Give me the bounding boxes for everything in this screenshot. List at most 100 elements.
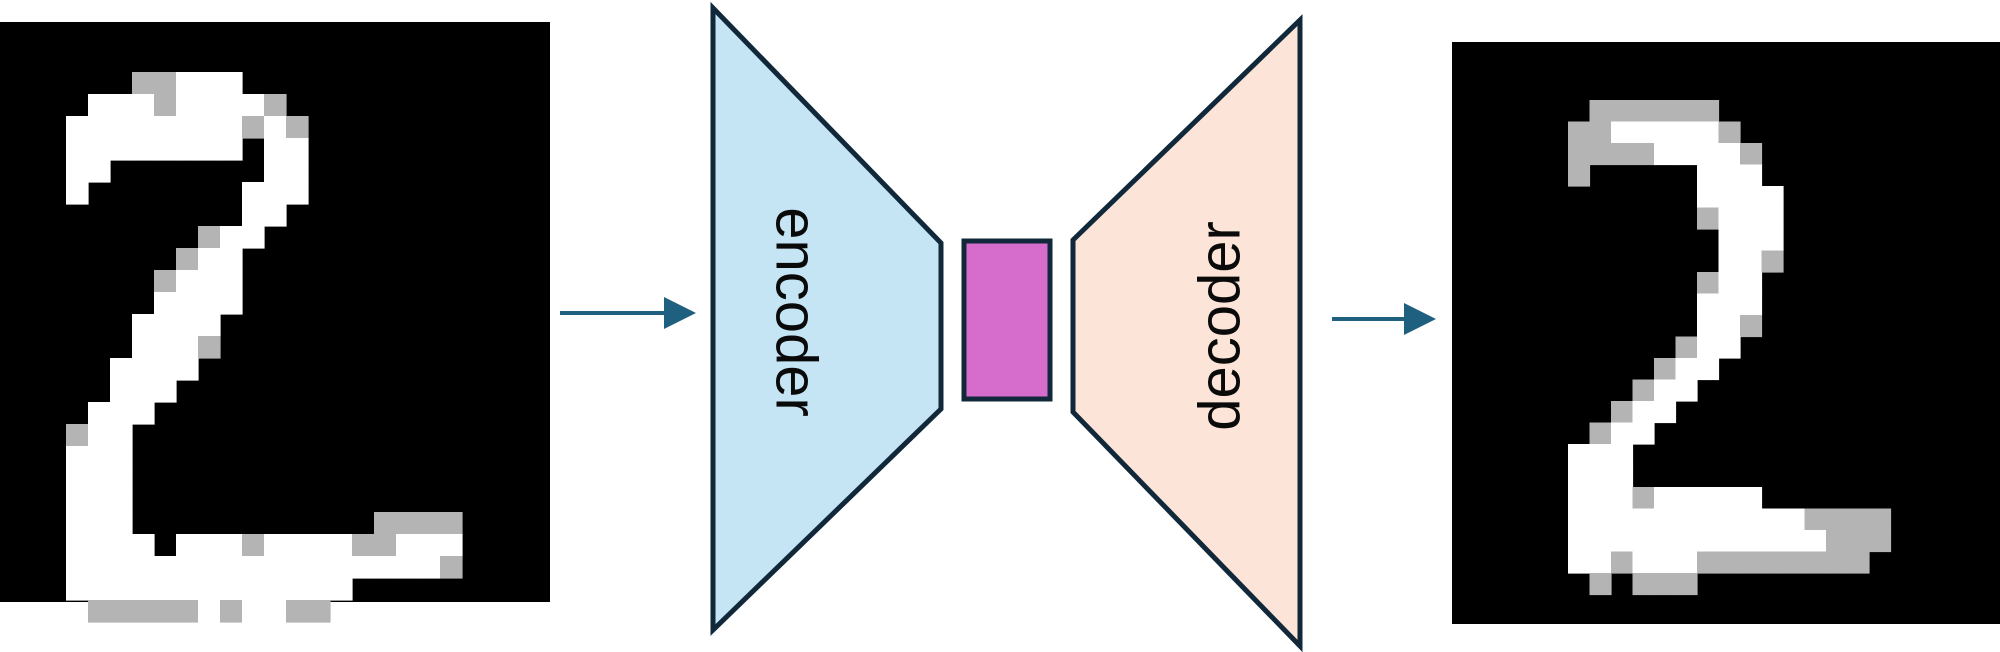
digit-pixel	[88, 556, 111, 579]
digit-pixel	[132, 116, 155, 139]
digit-pixel	[1654, 100, 1677, 123]
digit-pixel	[110, 490, 133, 513]
digit-pixel	[264, 182, 287, 205]
digit-pixel	[1697, 336, 1720, 359]
digit-pixel	[110, 534, 133, 557]
digit-pixel	[286, 182, 309, 205]
digit-pixel	[242, 116, 265, 139]
digit-pixel	[1589, 530, 1612, 553]
digit-pixel	[88, 94, 111, 117]
digit-pixel	[264, 600, 287, 623]
output-digit-strokes	[1568, 100, 1892, 596]
digit-pixel	[1847, 530, 1870, 553]
digit-pixel	[110, 358, 133, 381]
digit-pixel	[1740, 229, 1763, 252]
digit-pixel	[242, 556, 265, 579]
digit-pixel	[440, 556, 463, 579]
digit-pixel	[1697, 358, 1720, 381]
digit-pixel	[242, 204, 265, 227]
input-digit-strokes	[66, 72, 463, 623]
digit-pixel	[66, 578, 89, 601]
digit-pixel	[66, 424, 89, 447]
digit-pixel	[1675, 487, 1698, 510]
digit-pixel	[132, 72, 155, 95]
digit-pixel	[110, 446, 133, 469]
digit-pixel	[352, 534, 375, 557]
digit-pixel	[264, 204, 287, 227]
digit-pixel	[1826, 508, 1849, 531]
digit-pixel	[1740, 487, 1763, 510]
digit-pixel	[66, 160, 89, 183]
digit-pixel	[1589, 487, 1612, 510]
digit-pixel	[154, 270, 177, 293]
digit-pixel	[176, 270, 199, 293]
digit-pixel	[1697, 272, 1720, 295]
digit-pixel	[1568, 551, 1591, 574]
digit-pixel	[286, 534, 309, 557]
digit-pixel	[110, 512, 133, 535]
digit-pixel	[1826, 551, 1849, 574]
encoder-block: encoder	[710, 1, 944, 636]
digit-pixel	[1632, 422, 1655, 445]
digit-pixel	[88, 490, 111, 513]
digit-pixel	[418, 556, 441, 579]
digit-pixel	[198, 94, 221, 117]
digit-pixel	[66, 116, 89, 139]
digit-pixel	[1718, 164, 1741, 187]
digit-pixel	[1589, 551, 1612, 574]
digit-pixel	[1632, 487, 1655, 510]
digit-pixel	[198, 534, 221, 557]
digit-pixel	[176, 358, 199, 381]
digit-pixel	[198, 226, 221, 249]
digit-pixel	[1718, 315, 1741, 338]
digit-pixel	[1589, 465, 1612, 488]
digit-pixel	[1718, 336, 1741, 359]
digit-pixel	[110, 402, 133, 425]
digit-pixel	[1718, 487, 1741, 510]
digit-pixel	[110, 138, 133, 161]
digit-pixel	[1611, 143, 1634, 166]
digit-pixel	[220, 248, 243, 271]
digit-pixel	[132, 556, 155, 579]
digit-pixel	[1568, 530, 1591, 553]
digit-pixel	[1761, 508, 1784, 531]
digit-pixel	[66, 468, 89, 491]
digit-pixel	[330, 534, 353, 557]
digit-pixel	[1740, 551, 1763, 574]
digit-pixel	[1697, 530, 1720, 553]
digit-pixel	[220, 534, 243, 557]
digit-pixel	[1611, 444, 1634, 467]
digit-pixel	[66, 490, 89, 513]
digit-pixel	[374, 512, 397, 535]
digit-pixel	[198, 600, 221, 623]
digit-pixel	[330, 578, 353, 601]
digit-pixel	[1675, 336, 1698, 359]
digit-pixel	[154, 336, 177, 359]
digit-pixel	[374, 556, 397, 579]
digit-pixel	[1589, 444, 1612, 467]
digit-pixel	[1632, 143, 1655, 166]
digit-pixel	[352, 556, 375, 579]
digit-pixel	[1611, 100, 1634, 123]
digit-pixel	[440, 534, 463, 557]
digit-pixel	[198, 248, 221, 271]
digit-pixel	[330, 556, 353, 579]
digit-pixel	[264, 160, 287, 183]
digit-pixel	[1568, 164, 1591, 187]
digit-pixel	[154, 94, 177, 117]
digit-pixel	[1804, 530, 1827, 553]
digit-pixel	[176, 292, 199, 315]
digit-pixel	[1740, 143, 1763, 166]
digit-pixel	[418, 534, 441, 557]
digit-pixel	[1697, 100, 1720, 123]
digit-pixel	[132, 138, 155, 161]
digit-pixel	[286, 600, 309, 623]
digit-pixel	[1611, 530, 1634, 553]
digit-pixel	[176, 600, 199, 623]
digit-pixel	[110, 578, 133, 601]
encoder-label: encoder	[764, 207, 829, 417]
digit-pixel	[88, 424, 111, 447]
digit-pixel	[396, 556, 419, 579]
digit-pixel	[88, 468, 111, 491]
